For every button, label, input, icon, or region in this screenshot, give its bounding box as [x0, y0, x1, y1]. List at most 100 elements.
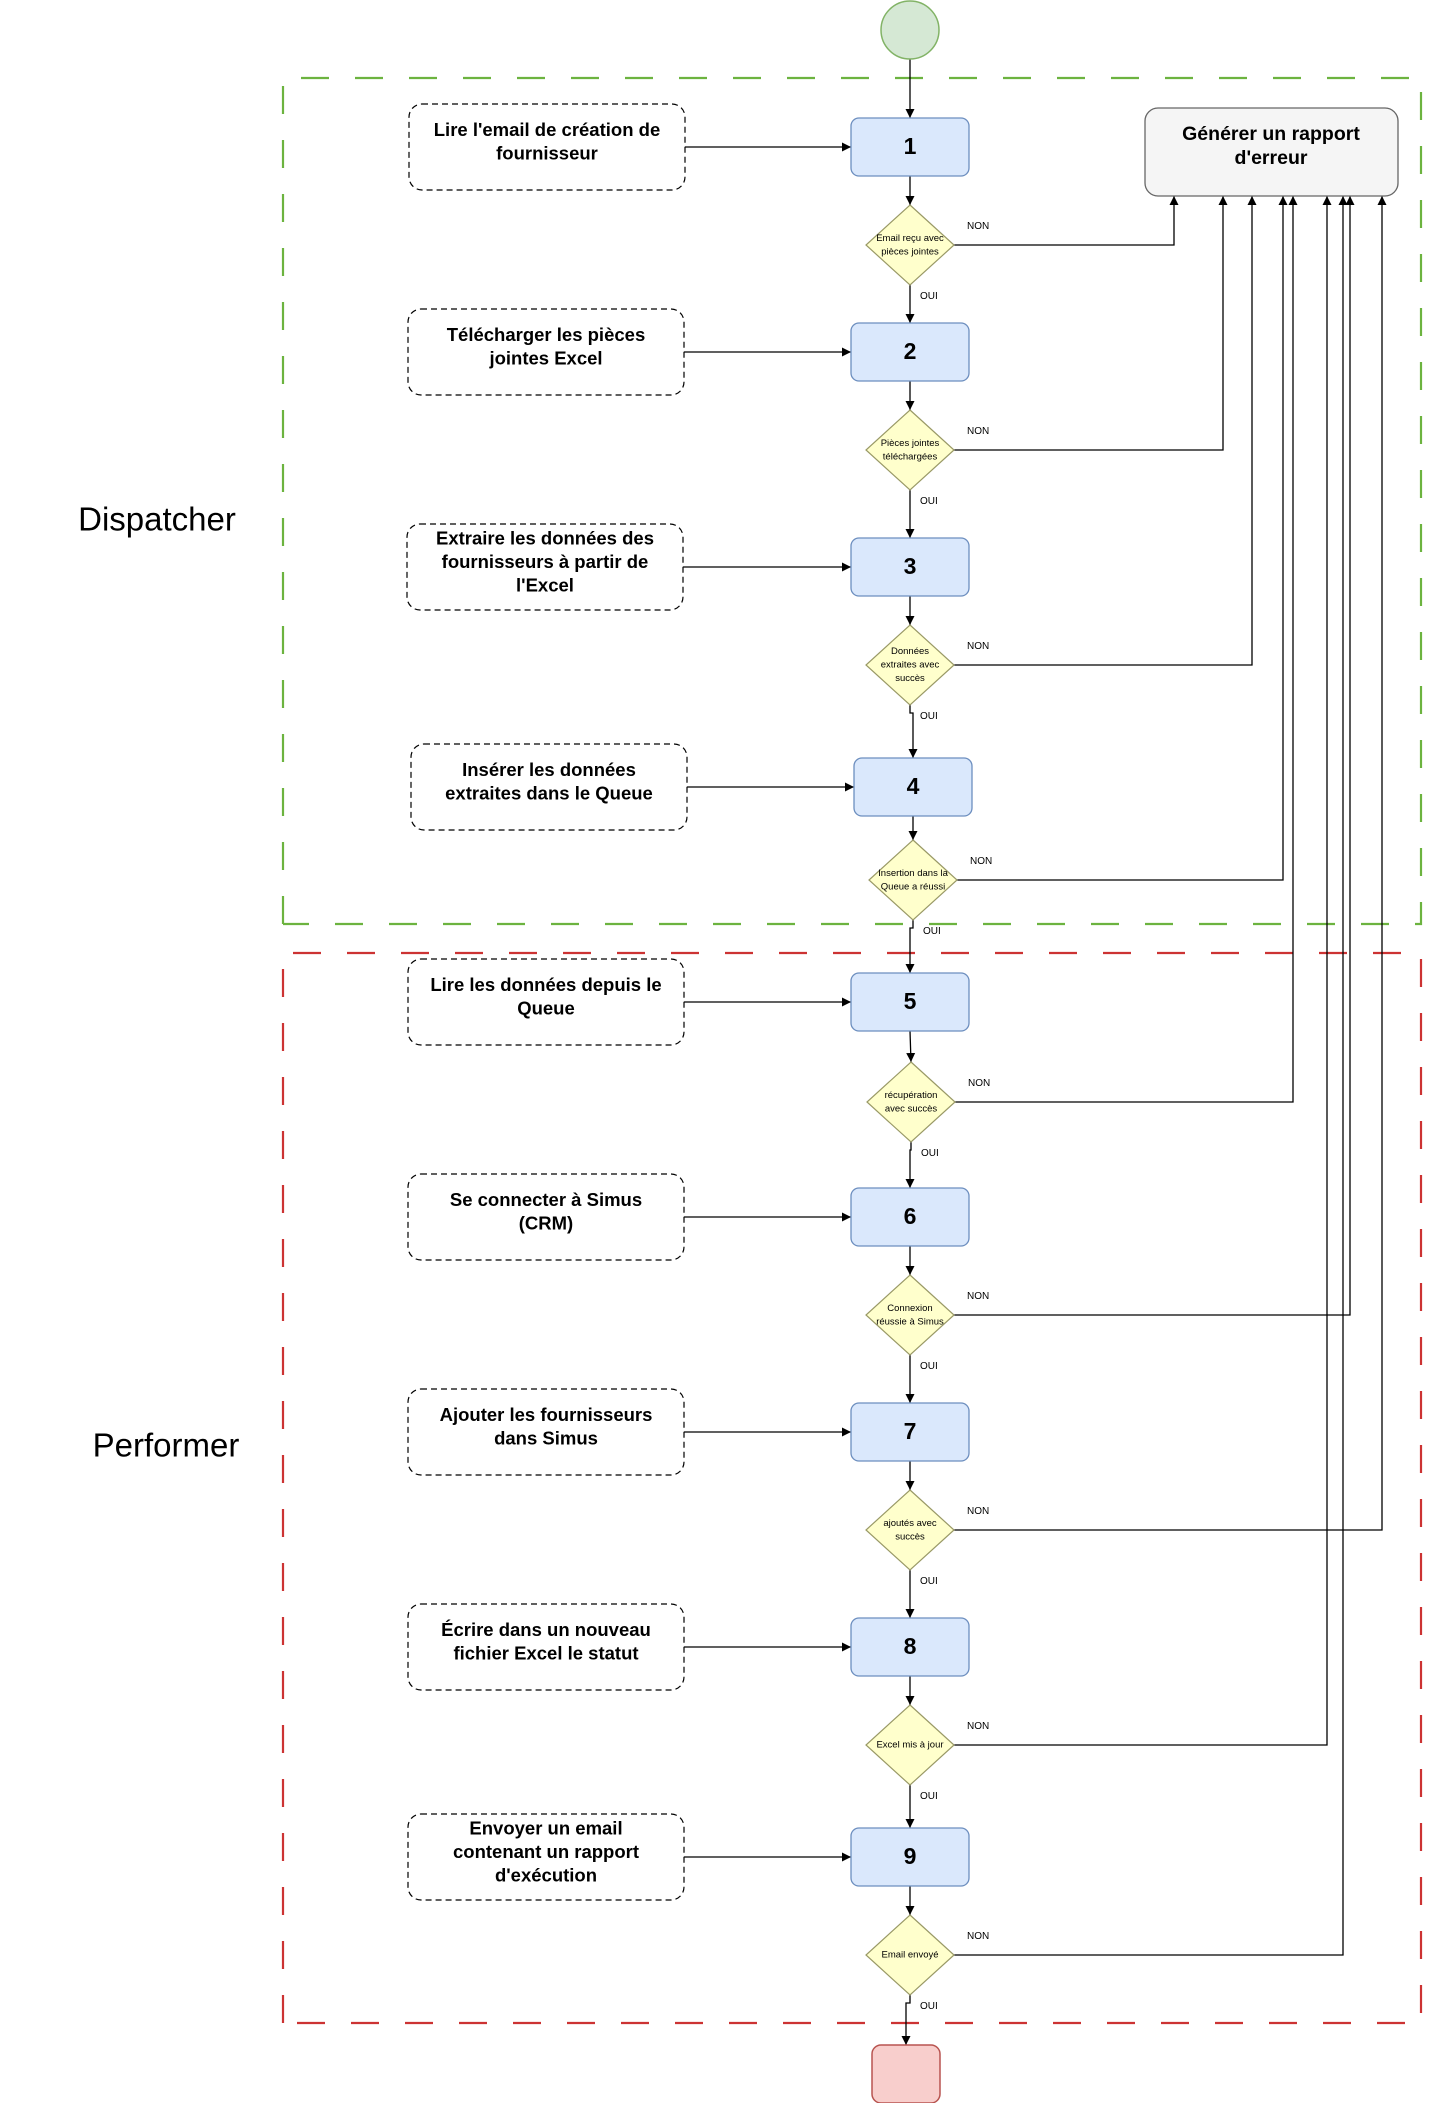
decision-label-line: ajoutés avec [883, 1518, 937, 1529]
step-box [850, 537, 970, 597]
task-label-line: l'Excel [516, 574, 574, 595]
task-label-line: d'exécution [495, 1864, 597, 1885]
no-label: NON [968, 1078, 990, 1089]
step-number: 8 [904, 1633, 917, 1659]
yes-branch-arrow [905, 1142, 915, 1188]
step-number: 1 [904, 133, 917, 159]
no-label: NON [967, 1931, 989, 1942]
task-label-line: Queue [517, 998, 575, 1019]
decision-label-line: Connexion [887, 1303, 932, 1314]
task-box [407, 1388, 685, 1476]
no-branch-arrow [954, 196, 1332, 1746]
task-label-line: fournisseurs à partir de [442, 551, 649, 572]
no-branch-arrow [954, 196, 1179, 246]
task-label-line: Lire l'email de création de [434, 119, 660, 140]
error-report-label-line: d'erreur [1235, 147, 1308, 169]
decision-label-line: récupération [885, 1090, 938, 1101]
yes-branch-arrow [905, 920, 915, 973]
task-label-line: (CRM) [519, 1213, 573, 1234]
no-label: NON [967, 641, 989, 652]
task-box [406, 523, 684, 611]
error-report-box [1144, 107, 1399, 197]
task-label-line: contenant un rapport [453, 1841, 639, 1862]
no-label: NON [967, 1291, 989, 1302]
task-box [410, 743, 688, 831]
task-box [408, 103, 686, 191]
decision-diamond [865, 624, 955, 706]
step-number: 4 [907, 773, 920, 799]
decision-diamond [865, 1704, 955, 1786]
swimlane-label: Performer [93, 1427, 240, 1464]
decision-diamond [865, 409, 955, 491]
no-label: NON [967, 1721, 989, 1732]
decision-label-line: avec succès [885, 1103, 938, 1114]
task-label-line: Extraire les données des [436, 527, 654, 548]
decision-label-line: succès [895, 1531, 925, 1542]
decision-diamond [865, 1914, 955, 1996]
yes-label: OUI [920, 291, 938, 302]
no-branch-arrow [954, 196, 1355, 1316]
decision-label: Email envoyé [881, 1950, 938, 1961]
yes-label: OUI [920, 1576, 938, 1587]
task-label: Extraire les données des fournisseurs à p… [436, 527, 654, 595]
yes-label: OUI [920, 711, 938, 722]
yes-label: OUI [920, 1791, 938, 1802]
no-label: NON [970, 856, 992, 867]
task-label-line: Lire les données depuis le [430, 974, 661, 995]
decision-label: Excel mis à jour [876, 1740, 943, 1751]
step-box [850, 322, 970, 382]
yes-branch-arrow [908, 705, 918, 758]
decision-label-line: succès [895, 673, 925, 684]
task-label: Se connecter à Simus(CRM) [450, 1189, 642, 1234]
decision-label-line: extraites avec [881, 660, 940, 671]
decision-diamond [865, 204, 955, 286]
task-label: Ajouter les fournisseurs dans Simus [440, 1404, 653, 1449]
task-box [407, 1603, 685, 1691]
no-branch-arrow [955, 196, 1298, 1103]
step-box [850, 1617, 970, 1677]
decision-label-line: téléchargées [883, 451, 938, 462]
task-label-line: Ajouter les fournisseurs [440, 1404, 653, 1425]
task-label-line: extraites dans le Queue [445, 783, 653, 804]
no-label: NON [967, 221, 989, 232]
task-label-line: dans Simus [494, 1428, 598, 1449]
task-label-line: jointes Excel [488, 348, 602, 369]
decision-diamond [865, 1489, 955, 1571]
no-branch-arrow [957, 196, 1288, 881]
yes-label: OUI [920, 1361, 938, 1372]
decision-label: ajoutés avec succès [883, 1518, 937, 1543]
task-label-line: Insérer les données [462, 759, 636, 780]
yes-label: OUI [920, 496, 938, 507]
step-box [850, 1402, 970, 1462]
task-label-line: Télécharger les pièces [447, 324, 645, 345]
decision-label-line: Excel mis à jour [876, 1740, 943, 1751]
task-label-line: Envoyer un email [469, 1817, 622, 1838]
start-node [880, 0, 940, 60]
task-box [407, 1173, 685, 1261]
task-label: Télécharger les pièces jointes Excel [447, 324, 645, 369]
decision-label-line: Données [891, 646, 929, 657]
step-number: 7 [904, 1418, 917, 1444]
step-box [850, 1827, 970, 1887]
yes-label: OUI [923, 926, 941, 937]
flow-arrow [906, 1030, 916, 1063]
decision-diamond [866, 1061, 956, 1143]
no-branch-arrow [954, 196, 1387, 1531]
task-label: Lire les données depuis le Queue [430, 974, 661, 1019]
yes-branch-arrow [901, 1995, 911, 2045]
decision-label-line: Pièces jointes [881, 438, 940, 449]
decision-label-line: pièces jointes [881, 246, 939, 257]
decision-diamond [865, 1274, 955, 1356]
step-box [850, 972, 970, 1032]
no-branch-arrow [954, 196, 1257, 666]
yes-label: OUI [921, 1148, 939, 1159]
step-number: 6 [904, 1203, 917, 1229]
swimlane-dispatcher [281, 76, 1423, 926]
decision-label-line: Email envoyé [881, 1950, 938, 1961]
